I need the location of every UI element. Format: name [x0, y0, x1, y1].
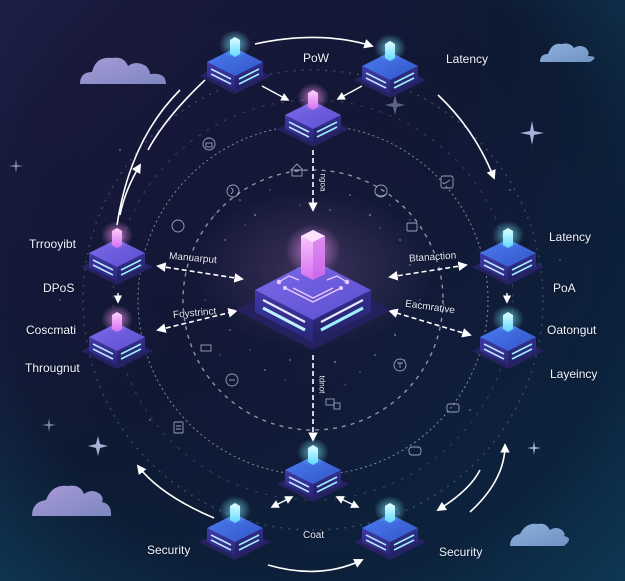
cloud-icon [510, 523, 569, 546]
label-arrow-bottom-vertical: tdnot [317, 375, 327, 394]
label-security-right: Security [439, 545, 483, 559]
cloud-icon [32, 485, 112, 516]
lock-badge-icon [202, 137, 216, 151]
node-right-lower [471, 305, 545, 370]
label-poa: PoA [553, 281, 576, 295]
tag-icon [440, 175, 454, 189]
chat-icon [446, 403, 460, 413]
label-throughput-left-2: Througnut [25, 361, 80, 375]
server-stack-icon [325, 398, 341, 410]
node-bottom-right [353, 496, 427, 561]
label-arrow-top-vertical: ngoa [318, 173, 328, 192]
handshake-icon [225, 373, 239, 387]
cloud-icon [80, 57, 166, 84]
node-bottom-center [276, 438, 350, 503]
node-link-arrows [113, 85, 512, 508]
bank-icon [289, 163, 305, 177]
core-node [193, 190, 433, 350]
node-top-right [353, 34, 427, 99]
label-security-left: Security [147, 543, 191, 557]
label-throughput-left-1: Trrooyibt [29, 237, 76, 251]
label-latency-right-2: Layeincy [550, 367, 598, 381]
ring-icons [171, 137, 460, 456]
node-top-left [198, 30, 272, 95]
label-oatongut: Oatongut [547, 323, 597, 337]
gear-shield-icon [171, 219, 185, 233]
label-latency-top: Latency [446, 52, 489, 66]
hand-coin-icon [374, 184, 388, 198]
label-coscmati: Coscmati [26, 323, 77, 337]
cloud-icon [540, 43, 595, 62]
sparkle-icon [9, 95, 544, 456]
label-dpos: DPoS [43, 281, 75, 295]
document-icon [173, 421, 184, 434]
label-pow: PoW [303, 51, 330, 65]
node-bottom-left [198, 496, 272, 561]
node-left-lower [80, 305, 154, 370]
node-top-center [276, 83, 350, 148]
token-icon [393, 358, 407, 372]
node-left-upper [80, 221, 154, 286]
coin-icon [226, 184, 240, 198]
label-cost: Coat [303, 530, 325, 541]
node-right-upper [471, 221, 545, 286]
server-stack-icon [200, 344, 212, 352]
label-latency-right-1: Latency [549, 230, 592, 244]
orbit-arrows [116, 36, 510, 573]
chat-icon [408, 446, 422, 456]
